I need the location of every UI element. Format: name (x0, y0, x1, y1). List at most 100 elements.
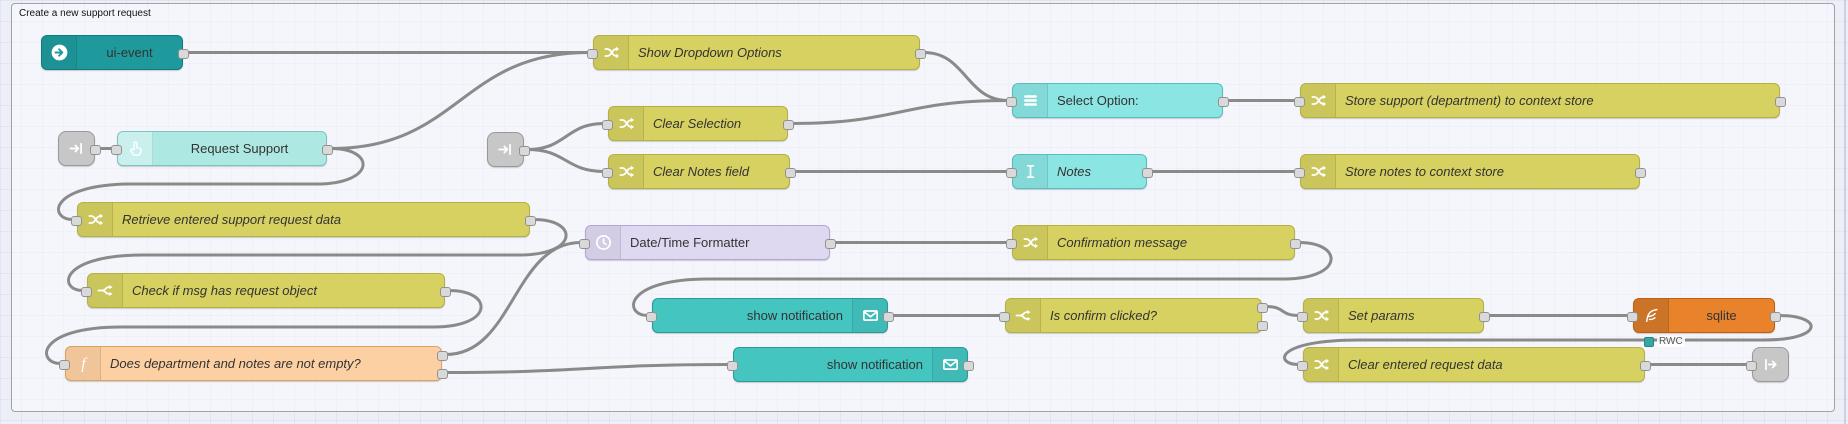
svg-text:f: f (81, 355, 88, 372)
input-port[interactable] (999, 311, 1010, 322)
node-store-notes[interactable]: Store notes to context store (1294, 154, 1646, 189)
input-port[interactable] (1746, 360, 1757, 371)
node-store-support[interactable]: Store support (department) to context st… (1294, 83, 1786, 118)
node-check-msg[interactable]: Check if msg has request object (81, 273, 451, 308)
input-port[interactable] (602, 167, 613, 178)
menu-icon (1013, 84, 1048, 117)
switch-icon (88, 274, 123, 307)
output-port[interactable] (783, 119, 794, 130)
node-label: Show Dropdown Options (638, 45, 782, 60)
node-clear-entered[interactable]: Clear entered request data (1297, 347, 1651, 382)
node-label: Store support (department) to context st… (1345, 93, 1594, 108)
input-port[interactable] (81, 286, 92, 297)
node-confirmation-message[interactable]: Confirmation message (1006, 225, 1301, 260)
node-label: Date/Time Formatter (630, 235, 750, 250)
node-label: Store notes to context store (1345, 164, 1504, 179)
output-port[interactable] (90, 144, 101, 155)
output-port[interactable] (1218, 96, 1229, 107)
output-port[interactable] (915, 48, 926, 59)
output-port-1[interactable] (437, 350, 448, 361)
node-set-params[interactable]: Set params (1297, 298, 1490, 333)
node-label: Check if msg has request object (132, 283, 317, 298)
node-link-in-2[interactable] (487, 132, 530, 167)
output-port[interactable] (825, 238, 836, 249)
output-port[interactable] (1479, 311, 1490, 322)
node-is-confirm-clicked[interactable]: Is confirm clicked? (999, 298, 1268, 333)
node-clear-selection[interactable]: Clear Selection (602, 106, 794, 141)
output-port-2[interactable] (1257, 320, 1268, 331)
node-clear-notes-field[interactable]: Clear Notes field (602, 154, 796, 189)
input-port[interactable] (646, 311, 657, 322)
input-port[interactable] (71, 215, 82, 226)
output-port[interactable] (785, 167, 796, 178)
node-ui-event[interactable]: ui-event (41, 35, 189, 70)
group-label: Create a new support request (19, 8, 151, 19)
node-label: ui-event (106, 45, 153, 60)
hand-pointer-icon (118, 132, 153, 165)
clock-icon (586, 226, 621, 259)
circle-arrow-icon (42, 36, 77, 69)
shuffle-icon (78, 203, 113, 236)
input-port[interactable] (1006, 167, 1017, 178)
node-show-dropdown-options[interactable]: Show Dropdown Options (587, 35, 926, 70)
output-port[interactable] (1290, 238, 1301, 249)
node-select-option[interactable]: Select Option: (1006, 83, 1229, 118)
output-port[interactable] (963, 360, 974, 371)
output-port[interactable] (1142, 167, 1153, 178)
link-in-icon (67, 139, 86, 158)
input-port[interactable] (111, 144, 122, 155)
output-port-2[interactable] (437, 368, 448, 379)
output-port[interactable] (1635, 167, 1646, 178)
node-status: RWC (1644, 336, 1685, 347)
feather-icon (1634, 299, 1669, 332)
node-label: sqlite (1706, 308, 1737, 323)
output-port[interactable] (1770, 311, 1781, 322)
node-label: Clear entered request data (1348, 357, 1503, 372)
canvas-edge-line (1844, 0, 1846, 424)
output-port[interactable] (519, 145, 530, 156)
input-port[interactable] (1006, 238, 1017, 249)
input-port[interactable] (59, 359, 70, 370)
node-show-notification-2[interactable]: show notification (727, 347, 974, 382)
node-label: Retrieve entered support request data (122, 212, 341, 227)
input-port[interactable] (579, 238, 590, 249)
node-request-support[interactable]: Request Support (111, 131, 333, 166)
node-notes[interactable]: Notes (1006, 154, 1153, 189)
input-port[interactable] (587, 48, 598, 59)
input-port[interactable] (1297, 360, 1308, 371)
output-port[interactable] (440, 286, 451, 297)
node-datetime-formatter[interactable]: Date/Time Formatter (579, 225, 836, 260)
node-label: Notes (1057, 164, 1091, 179)
envelope-icon (932, 348, 967, 381)
node-label: show notification (826, 357, 923, 372)
output-port[interactable] (1775, 96, 1786, 107)
node-link-out-1[interactable] (1746, 347, 1789, 382)
node-link-in-1[interactable] (58, 131, 101, 166)
input-port[interactable] (727, 360, 738, 371)
input-port[interactable] (1294, 167, 1305, 178)
node-show-notification-1[interactable]: show notification (646, 298, 894, 333)
node-label: Select Option: (1057, 93, 1139, 108)
node-label: Request Support (190, 141, 289, 156)
output-port[interactable] (322, 144, 333, 155)
link-in-icon (496, 140, 515, 159)
output-port[interactable] (883, 311, 894, 322)
output-port-1[interactable] (1257, 302, 1268, 313)
output-port[interactable] (525, 215, 536, 226)
shuffle-icon (1301, 155, 1336, 188)
input-port[interactable] (1006, 96, 1017, 107)
output-port[interactable] (1640, 360, 1651, 371)
shuffle-icon (1301, 84, 1336, 117)
input-port[interactable] (1294, 96, 1305, 107)
input-port[interactable] (602, 119, 613, 130)
node-label: show notification (746, 308, 843, 323)
output-port[interactable] (178, 48, 189, 59)
input-port[interactable] (1297, 311, 1308, 322)
node-label: Confirmation message (1057, 235, 1188, 250)
node-retrieve-data[interactable]: Retrieve entered support request data (71, 202, 536, 237)
shuffle-icon (1013, 226, 1048, 259)
input-port[interactable] (1627, 311, 1638, 322)
